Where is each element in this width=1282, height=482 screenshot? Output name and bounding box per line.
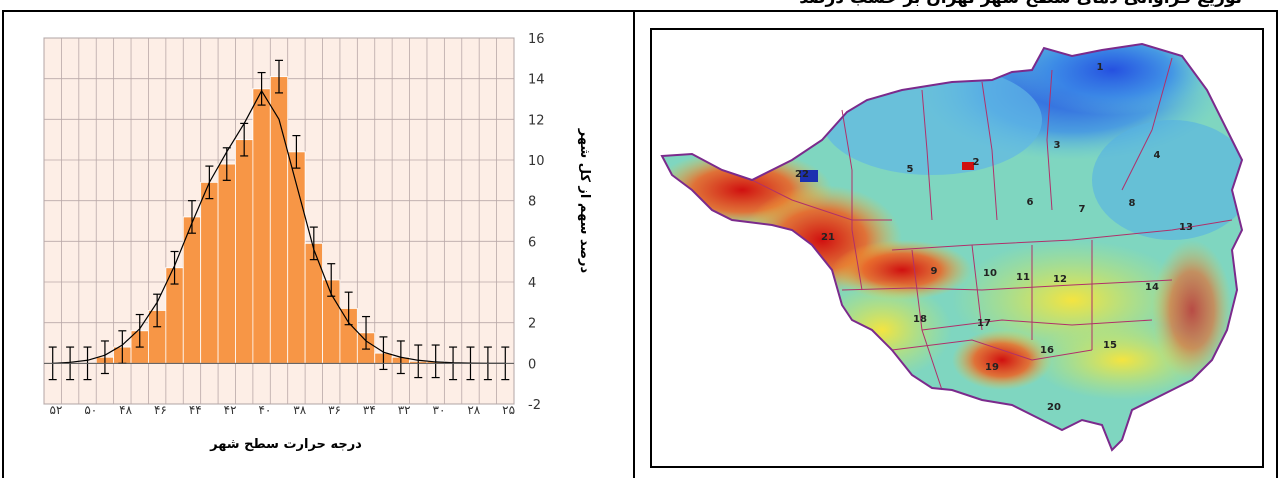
histogram-panel: -2 0 2 4 6 8 10 12 14 16 ۵۲ ۵۰ ۴۸ ۴۶ ۴۴ ۴۲ ۴۰ ۳۸ ۳۶ ۳۴ ۳۲ ۳۰…: [6, 16, 626, 478]
x-tick-label: ۵۲: [50, 403, 63, 417]
district-label: 7: [1079, 204, 1086, 215]
y-tick-label: 2: [528, 317, 536, 332]
y-tick-label: 14: [528, 73, 545, 88]
district-label: 12: [1053, 274, 1067, 285]
temperature-histogram: -2 0 2 4 6 8 10 12 14 16 ۵۲ ۵۰ ۴۸ ۴۶ ۴۴ ۴۲ ۴۰ ۳۸ ۳۶ ۳۴ ۳۲ ۳۰…: [43, 32, 592, 452]
district-label: 15: [1103, 340, 1117, 351]
x-tick-label: ۴۶: [154, 403, 167, 417]
district-label: 1: [1097, 62, 1104, 73]
district-label: 16: [1040, 345, 1054, 356]
figure-frame: [2, 10, 1278, 478]
heat-surface: [662, 44, 1242, 450]
district-label: 19: [985, 362, 999, 373]
histogram-bar: [200, 181, 219, 364]
x-tick-label: ۴۴: [189, 403, 202, 417]
x-tick-label: ۳۸: [293, 403, 306, 417]
histogram-bar: [304, 242, 323, 364]
district-label: 17: [977, 318, 991, 329]
district-label: 3: [1054, 140, 1061, 151]
distribution-curve: [52, 89, 506, 364]
panel-divider: [633, 10, 635, 478]
error-bars-group: [48, 59, 510, 381]
x-tick-label: ۴۰: [258, 403, 271, 417]
district-label: 11: [1016, 272, 1030, 283]
histogram-bar: [235, 139, 254, 364]
x-tick-label: ۵۰: [84, 403, 97, 417]
x-tick-label: ۳۰: [433, 403, 446, 417]
x-tick-label: ۴۲: [224, 403, 237, 417]
y-tick-label: -2: [528, 398, 541, 413]
y-tick-label: 10: [528, 154, 545, 169]
district-label: 5: [907, 164, 914, 175]
district-label: 22: [795, 169, 809, 180]
y-tick-label: 6: [528, 235, 536, 250]
district-label: 4: [1154, 150, 1161, 161]
y-tick-label: 4: [528, 276, 536, 291]
district-label: 8: [1129, 198, 1136, 209]
district-boundaries: [751, 57, 1233, 391]
x-tick-label: ۲۵: [502, 403, 515, 417]
district-label: 2: [973, 157, 980, 168]
y-axis-label: درصد سهم از کل شهر: [577, 128, 592, 274]
x-tick-label: ۲۸: [467, 403, 480, 417]
city-boundary: [660, 42, 1244, 452]
y-tick-label: 0: [528, 357, 536, 372]
x-tick-label: ۳۴: [363, 403, 376, 417]
district-label: 6: [1027, 197, 1034, 208]
district-label: 21: [821, 232, 835, 243]
district-label: 18: [913, 314, 927, 325]
district-label: 20: [1047, 402, 1061, 413]
district-label: 9: [931, 266, 938, 277]
y-tick-label: 12: [528, 113, 545, 128]
district-label: 13: [1179, 222, 1193, 233]
district-label: 14: [1145, 282, 1159, 293]
x-axis-label: درجه حرارت سطح شهر: [209, 437, 362, 452]
x-tick-label: ۳۲: [398, 403, 411, 417]
x-tick-label: ۳۶: [328, 403, 341, 417]
histogram-bar: [252, 88, 271, 364]
figure-caption: توزیع فراوانی دمای سطح شهر تهران بر حسب …: [799, 0, 1242, 8]
y-tick-label: 8: [528, 195, 536, 210]
district-label: 10: [983, 268, 997, 279]
histogram-bar: [217, 163, 236, 364]
y-tick-labels: -2 0 2 4 6 8 10 12 14 16: [528, 32, 545, 413]
x-tick-label: ۴۸: [119, 403, 132, 417]
y-tick-label: 16: [528, 32, 545, 47]
x-tick-labels: ۵۲ ۵۰ ۴۸ ۴۶ ۴۴ ۴۲ ۴۰ ۳۸ ۳۶ ۳۴ ۳۲ ۳۰ ۲۸ ۲۵: [50, 403, 515, 417]
